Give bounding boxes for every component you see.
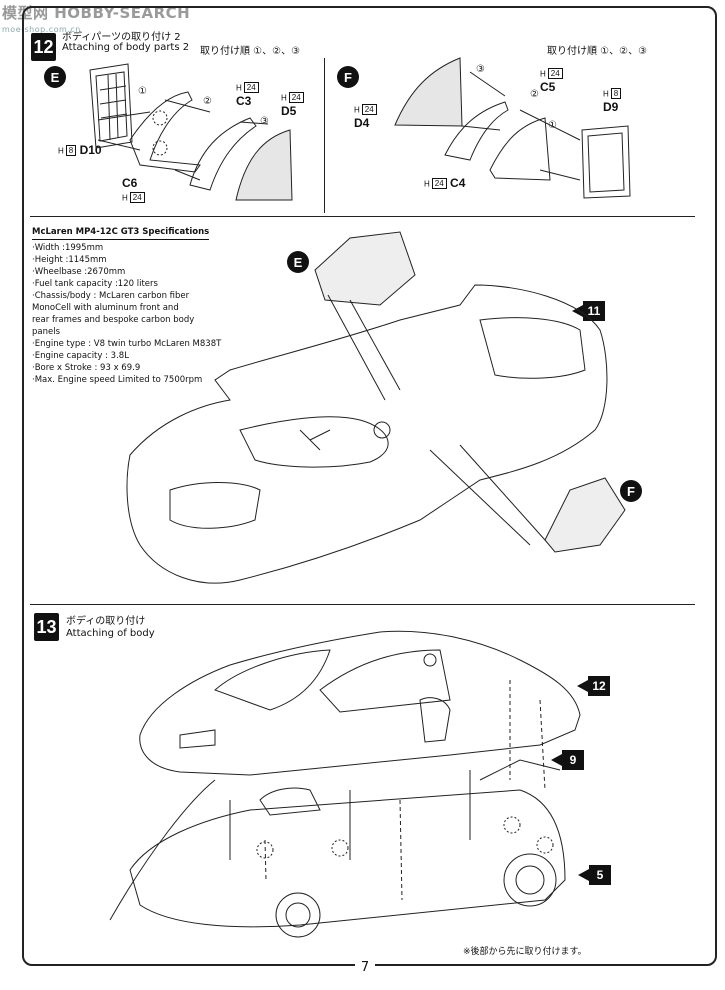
ref-step-9: 9	[551, 750, 584, 770]
body-shell-drawing	[126, 284, 608, 584]
substep-e-order: 取り付け順 ①、②、③	[200, 46, 301, 57]
step-12-title-jp: ボディパーツの取り付け 2	[62, 32, 181, 43]
splitter-d4-drawing	[394, 57, 463, 127]
bracket-c6-drawing	[129, 91, 201, 173]
spec-line: ·Chassis/body : McLaren carbon fiber	[32, 291, 190, 301]
step-13-note: ※後部から先に取り付けます。	[463, 947, 587, 957]
substep-divider	[324, 58, 325, 213]
step-12-title-en: Attaching of body parts 2	[62, 42, 190, 53]
callout-e: E	[287, 251, 309, 273]
spec-line: ·Wheelbase :2670mm	[32, 267, 126, 277]
substep-f-step-1: ①	[548, 120, 557, 131]
side-panel-f-drawing	[544, 477, 626, 553]
section-divider-top	[30, 216, 695, 217]
substep-f-order: 取り付け順 ①、②、③	[547, 46, 648, 57]
spec-line: rear frames and bespoke carbon body pane…	[32, 315, 195, 337]
spec-line: MonoCell with aluminum front and	[32, 303, 179, 313]
specifications-title: McLaren MP4-12C GT3 Specifications	[32, 226, 210, 240]
bracket-c4-drawing	[444, 101, 509, 161]
substep-f-badge: F	[337, 66, 359, 88]
assembly-guide-lines	[97, 99, 269, 181]
step-12-number: 12	[31, 33, 56, 61]
grille-d10-drawing	[89, 63, 133, 149]
side-panel-e-drawing	[314, 231, 416, 306]
spec-line: ·Bore x Stroke : 93 x 69.9	[32, 363, 141, 373]
ref-step-5: 5	[578, 865, 611, 885]
splitter-d5-drawing	[235, 129, 293, 201]
chassis-drawing	[129, 759, 566, 928]
ref-step-11: 11	[572, 301, 605, 321]
page-number: 7	[355, 960, 375, 975]
callout-f: F	[620, 480, 642, 502]
substep-e-step-1: ①	[138, 86, 147, 97]
assembly-guide-lines-f	[461, 71, 581, 181]
grille-d9-drawing	[581, 125, 631, 199]
body-guide-lines	[264, 680, 546, 901]
substep-e-step-3: ③	[260, 116, 269, 127]
spec-line: ·Engine capacity : 3.8L	[32, 351, 129, 361]
step-13-title-jp: ボディの取り付け	[66, 616, 146, 627]
guide-lines-f	[429, 444, 546, 546]
spec-line: ·Height :1145mm	[32, 255, 107, 265]
step-13-number: 13	[34, 613, 59, 641]
substep-e-badge: E	[44, 66, 66, 88]
substep-f-step-3: ③	[476, 64, 485, 75]
substep-e-step-2: ②	[203, 96, 212, 107]
car-body-drawing	[139, 630, 581, 776]
splitter-c3-drawing	[189, 117, 257, 191]
leader-line	[109, 779, 216, 921]
step-13-title-en: Attaching of body	[66, 628, 155, 639]
specifications-block: McLaren MP4-12C GT3 Specifications ·Widt…	[32, 226, 222, 386]
ref-step-12: 12	[577, 676, 610, 696]
wheels-drawing	[275, 853, 557, 938]
spec-line: ·Engine type : V8 twin turbo McLaren M83…	[32, 339, 222, 349]
guide-lines-e	[327, 294, 401, 401]
substep-f-step-2: ②	[530, 89, 539, 100]
spec-line: ·Max. Engine speed Limited to 7500rpm	[32, 375, 203, 385]
section-divider-bottom	[30, 604, 695, 605]
spec-line: ·Fuel tank capacity :120 liters	[32, 279, 158, 289]
bracket-c5-drawing	[489, 117, 551, 181]
spec-line: ·Width :1995mm	[32, 243, 104, 253]
